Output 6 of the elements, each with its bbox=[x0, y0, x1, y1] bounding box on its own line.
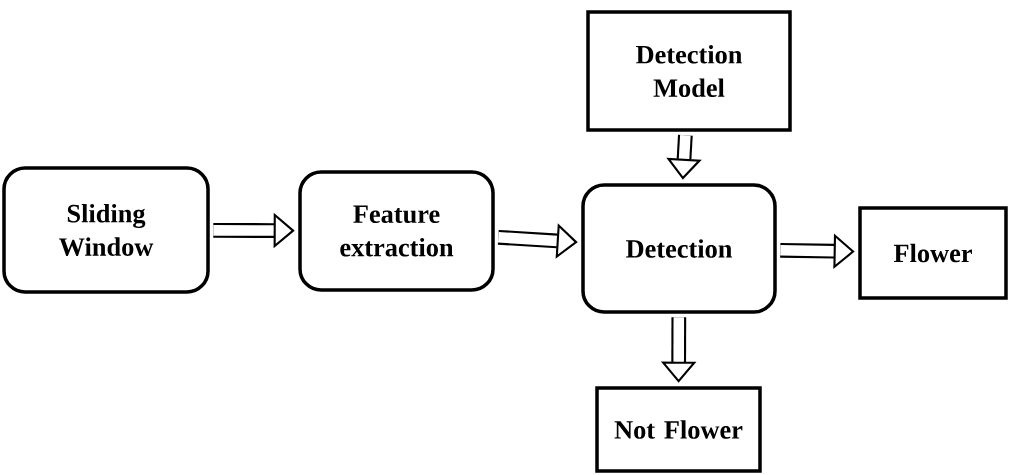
rounded-process-box: Detection bbox=[581, 183, 777, 314]
rounded-process-box: Feature extraction bbox=[298, 170, 495, 292]
process-box: Detection Model bbox=[586, 10, 792, 132]
process-box: Not Flower bbox=[595, 386, 762, 473]
process-box: Flower bbox=[858, 206, 1008, 300]
rounded-process-box: Sliding Window bbox=[2, 166, 210, 294]
